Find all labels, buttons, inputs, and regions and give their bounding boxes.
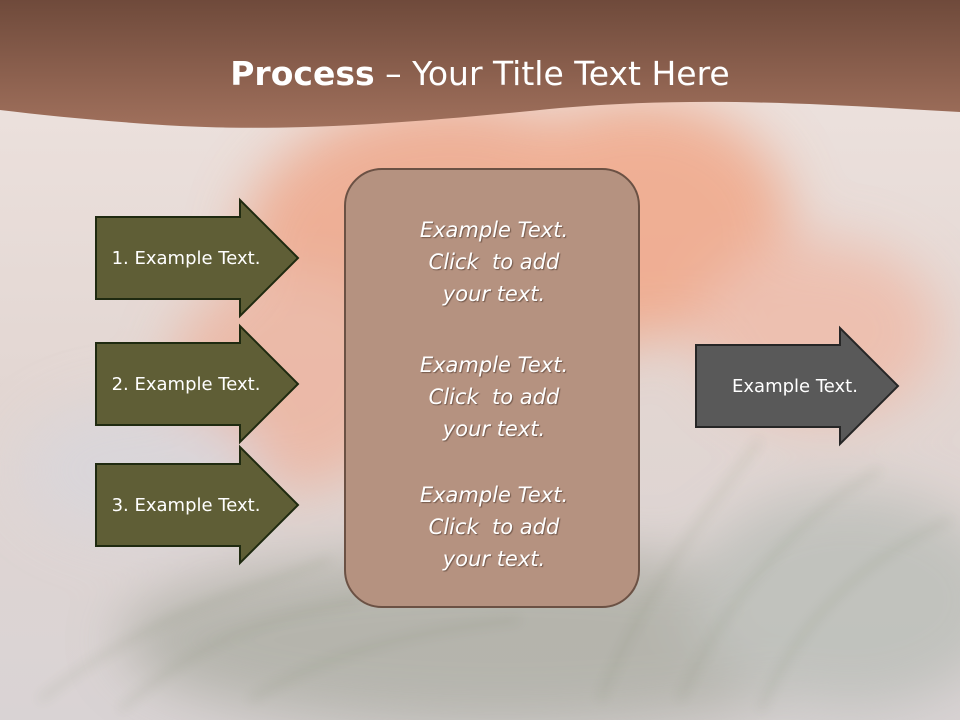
step-label: 3. Example Text.	[111, 494, 261, 516]
title-band	[0, 0, 960, 128]
step-arrow-1[interactable]: 1. Example Text.	[95, 197, 300, 319]
para-line: Click to add	[428, 250, 560, 274]
para-line: Example Text.	[419, 353, 569, 377]
arrow-shape	[695, 325, 900, 447]
step-label: 1. Example Text.	[111, 247, 261, 269]
para-line: Click to add	[428, 515, 560, 539]
para-line: your text.	[442, 417, 546, 441]
para-line: Example Text.	[419, 218, 569, 242]
arrow-shape	[95, 323, 300, 445]
center-paragraph-2: Example Text. Click to add your text.	[346, 349, 642, 445]
center-paragraph-1: Example Text. Click to add your text.	[346, 214, 642, 310]
center-text-box[interactable]: Example Text. Click to add your text. Ex…	[344, 168, 640, 608]
para-line: Example Text.	[419, 483, 569, 507]
title-bold: Process	[230, 54, 375, 93]
arrow-shape	[95, 444, 300, 566]
step-arrow-2[interactable]: 2. Example Text.	[95, 323, 300, 445]
para-line: your text.	[442, 282, 546, 306]
slide-title: Process – Your Title Text Here	[0, 52, 960, 96]
result-arrow[interactable]: Example Text.	[695, 325, 900, 447]
arrow-shape	[95, 197, 300, 319]
center-paragraph-3: Example Text. Click to add your text.	[346, 479, 642, 575]
para-line: Click to add	[428, 385, 560, 409]
para-line: your text.	[442, 547, 546, 571]
title-rest: – Your Title Text Here	[374, 54, 730, 93]
step-arrow-3[interactable]: 3. Example Text.	[95, 444, 300, 566]
result-label: Example Text.	[732, 375, 858, 397]
step-label: 2. Example Text.	[111, 373, 261, 395]
